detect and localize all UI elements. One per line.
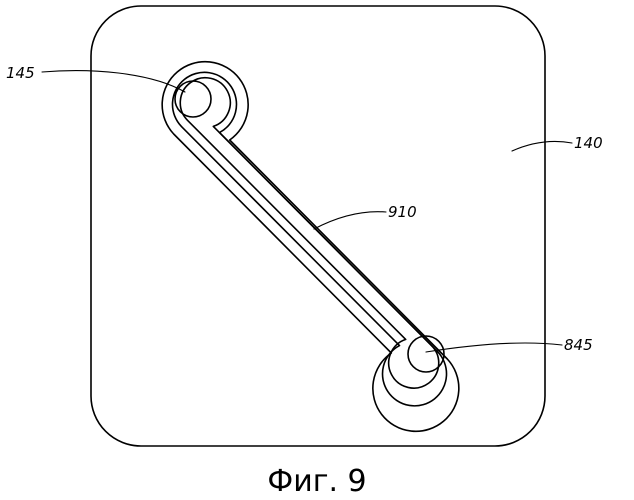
leader-line-140 — [512, 141, 572, 151]
label-910: 910 — [388, 203, 417, 221]
plate-outline — [91, 6, 545, 446]
label-845: 845 — [564, 336, 593, 354]
conductor-inner-contour — [180, 78, 438, 388]
figure-caption: Фиг. 9 — [267, 464, 366, 499]
label-140: 140 — [574, 134, 603, 152]
label-145: 145 — [6, 64, 35, 82]
conductor-outer-contour — [162, 62, 459, 432]
leader-line-910 — [314, 212, 386, 229]
leader-line-845 — [426, 343, 562, 352]
leader-line-145 — [42, 71, 185, 92]
conductor-middle-contour — [172, 72, 446, 406]
